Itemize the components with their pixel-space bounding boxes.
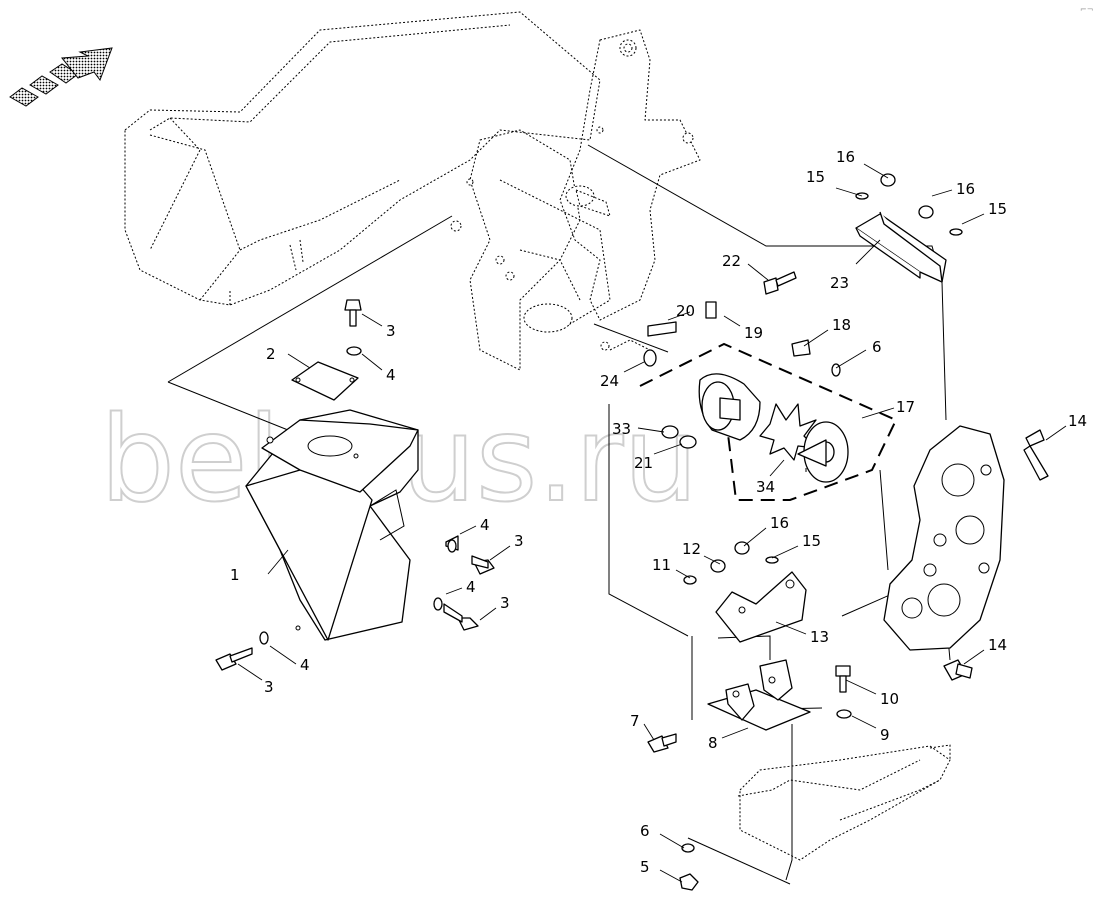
callout-1: 1 (230, 566, 240, 584)
callout-labels: 1 2 3 4 4 3 4 3 4 3 16 15 16 15 22 23 20… (230, 148, 1087, 876)
callout-8: 8 (708, 734, 718, 752)
callout-3: 3 (514, 532, 524, 550)
callout-10: 10 (880, 690, 899, 708)
callout-3: 3 (264, 678, 274, 696)
callout-33: 33 (612, 420, 631, 438)
callout-16: 16 (836, 148, 855, 166)
callout-23: 23 (830, 274, 849, 292)
callout-13: 13 (810, 628, 829, 646)
part-1-cover (245, 409, 419, 641)
part-8-bracket (647, 659, 852, 753)
callout-20: 20 (676, 302, 695, 320)
part-23-bracket (763, 173, 963, 295)
callout-14: 14 (988, 636, 1007, 654)
part-lower-housing (679, 744, 951, 891)
callout-leaders (237, 163, 1067, 883)
coupling-assembly (639, 301, 898, 501)
callout-11: 11 (652, 556, 671, 574)
callout-4: 4 (480, 516, 490, 534)
fasteners-cover (215, 299, 495, 671)
callout-21: 21 (634, 454, 653, 472)
callout-15: 15 (802, 532, 821, 550)
callout-3: 3 (500, 594, 510, 612)
callout-34: 34 (756, 478, 775, 496)
callout-2: 2 (266, 345, 276, 363)
callout-7: 7 (630, 712, 640, 730)
callout-5: 5 (640, 858, 650, 876)
callout-15: 15 (806, 168, 825, 186)
callout-4: 4 (300, 656, 310, 674)
callout-19: 19 (744, 324, 763, 342)
corner-mark: ⌐¬ (1080, 5, 1093, 14)
callout-17: 17 (896, 398, 915, 416)
callout-6: 6 (872, 338, 882, 356)
callout-12: 12 (682, 540, 701, 558)
part-14-flange-housing (883, 425, 1049, 681)
callout-16: 16 (770, 514, 789, 532)
callout-18: 18 (832, 316, 851, 334)
tractor-frame-outline (124, 11, 701, 371)
callout-6: 6 (640, 822, 650, 840)
callout-22: 22 (722, 252, 741, 270)
callout-4: 4 (386, 366, 396, 384)
callout-14: 14 (1068, 412, 1087, 430)
callout-24: 24 (600, 372, 619, 390)
callout-3: 3 (386, 322, 396, 340)
callout-15: 15 (988, 200, 1007, 218)
callout-16: 16 (956, 180, 975, 198)
direction-arrow-icon (9, 47, 113, 107)
callout-4: 4 (466, 578, 476, 596)
callout-9: 9 (880, 726, 890, 744)
